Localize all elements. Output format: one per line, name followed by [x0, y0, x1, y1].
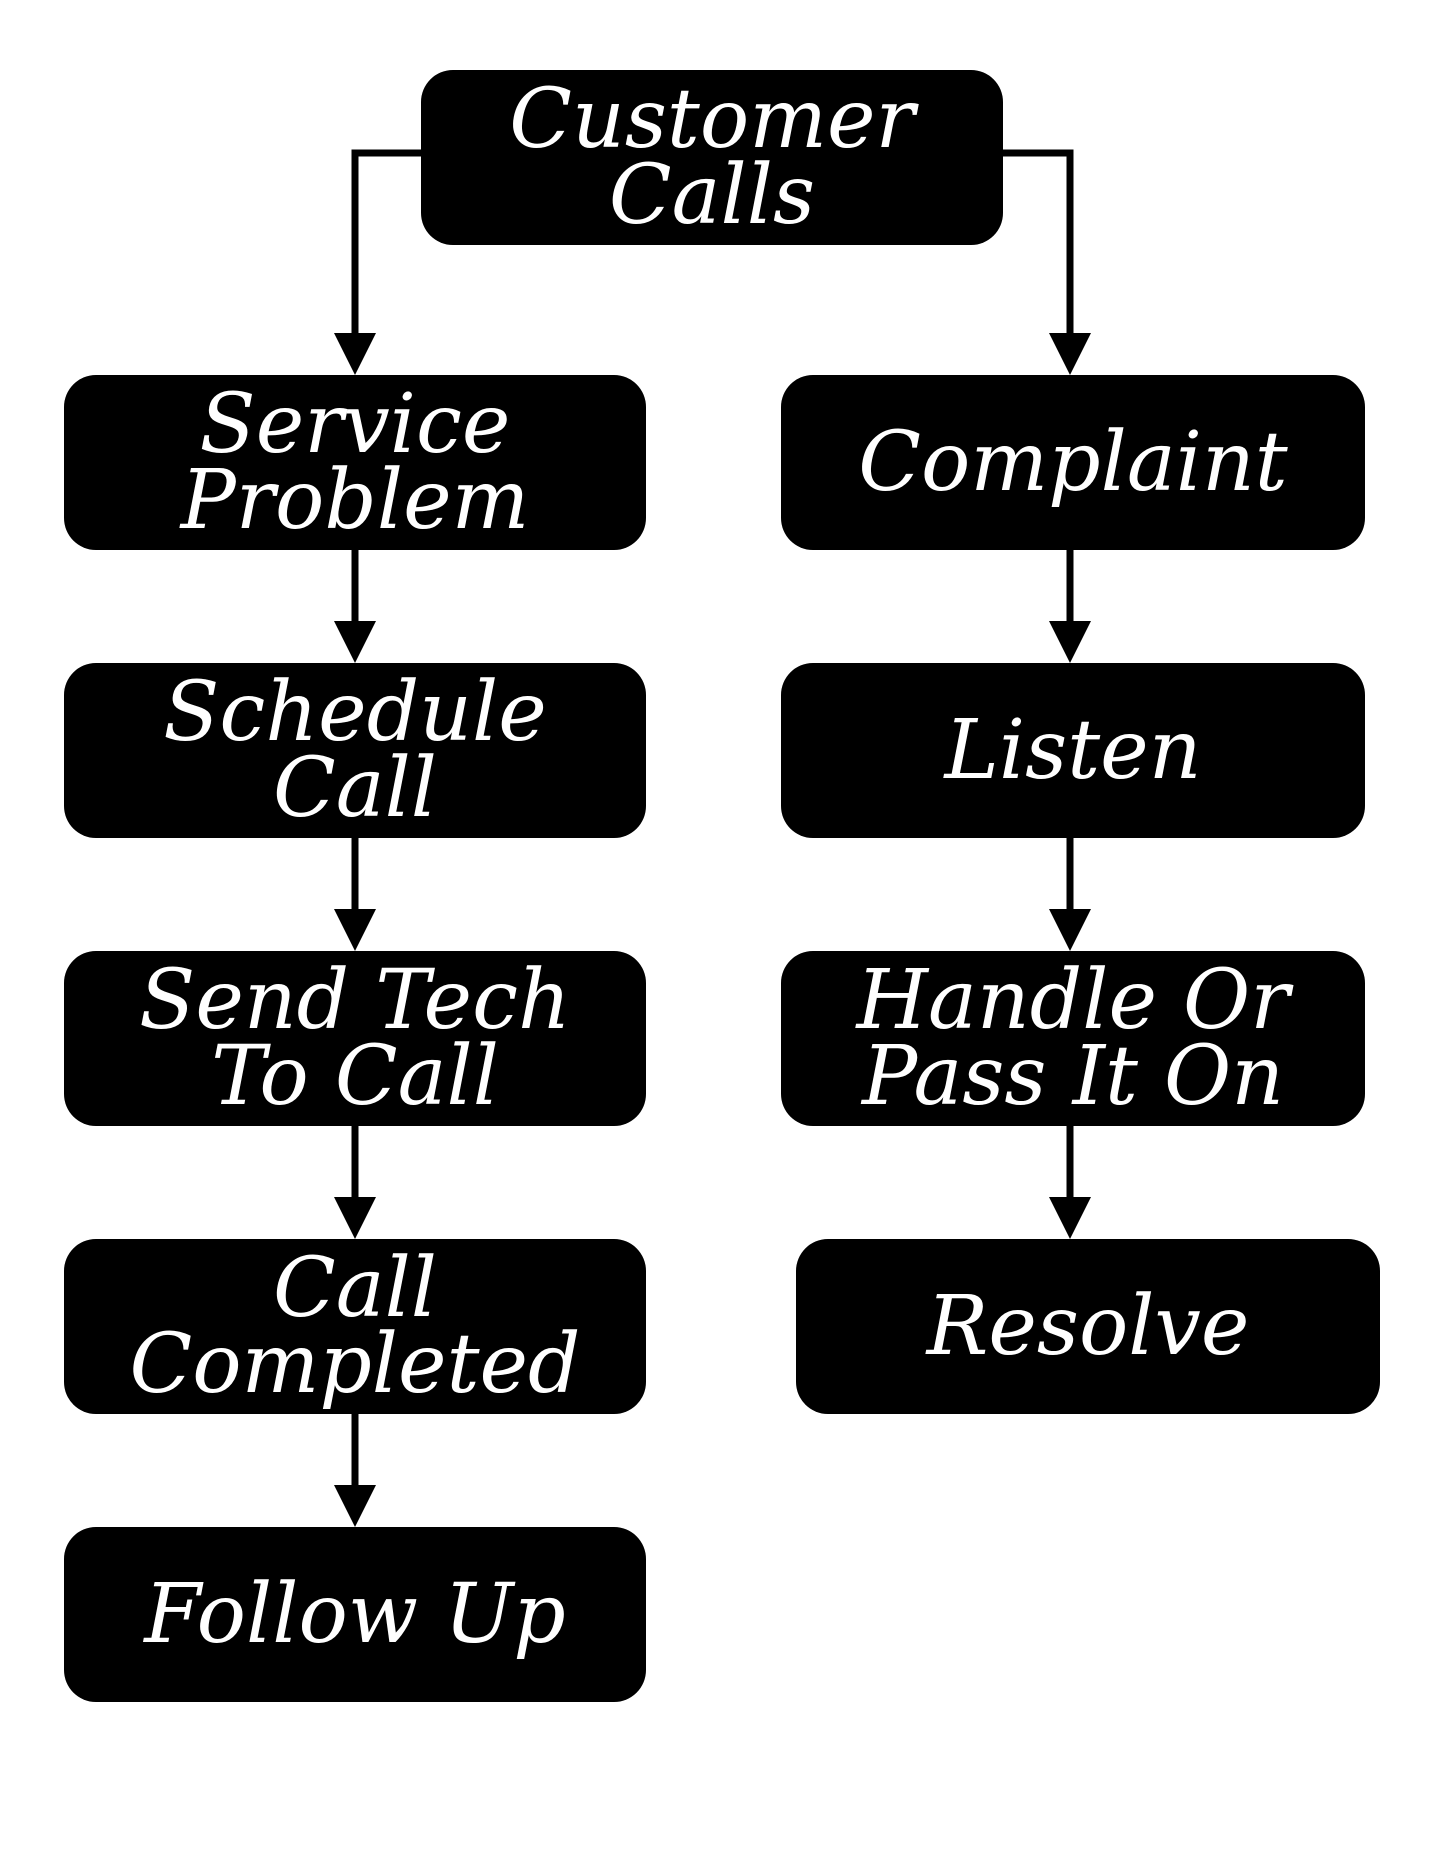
node-label: Call	[272, 1240, 438, 1336]
node-schedule-call: Schedule Call	[64, 663, 646, 838]
node-label: Problem	[180, 452, 530, 548]
node-customer-calls: Customer Calls	[421, 70, 1003, 245]
node-label: Schedule	[163, 664, 547, 760]
node-send-tech-to-call: Send Tech To Call	[64, 951, 646, 1126]
node-listen: Listen	[781, 663, 1365, 838]
node-label: Call	[272, 740, 438, 836]
node-label: Send Tech	[139, 952, 571, 1048]
node-service-problem: Service Problem	[64, 375, 646, 550]
edge-call-completed-to-follow-up	[334, 1414, 376, 1527]
node-label: Follow Up	[144, 1566, 566, 1662]
edge-schedule-call-to-send-tech	[334, 838, 376, 951]
node-handle-or-pass-it-on: Handle Or Pass It On	[781, 951, 1365, 1126]
node-complaint: Complaint	[781, 375, 1365, 550]
node-resolve: Resolve	[796, 1239, 1380, 1414]
node-label: Resolve	[926, 1278, 1250, 1374]
edge-complaint-to-listen	[1049, 550, 1091, 663]
node-label: Handle Or	[856, 952, 1290, 1048]
node-label: Completed	[129, 1316, 581, 1412]
node-follow-up: Follow Up	[64, 1527, 646, 1702]
node-label: Customer	[509, 71, 915, 167]
node-label: Service	[199, 376, 511, 472]
node-label: Pass It On	[861, 1028, 1285, 1124]
edge-send-tech-to-call-completed	[334, 1126, 376, 1239]
edge-customer-calls-to-complaint	[1003, 149, 1091, 375]
node-label: Listen	[944, 702, 1202, 798]
edge-listen-to-handle	[1049, 838, 1091, 951]
edge-service-problem-to-schedule-call	[334, 550, 376, 663]
node-label: Calls	[608, 147, 816, 243]
edge-handle-to-resolve	[1049, 1126, 1091, 1239]
node-label: To Call	[211, 1028, 499, 1124]
node-call-completed: Call Completed	[64, 1239, 646, 1414]
node-label: Complaint	[858, 414, 1288, 510]
edge-customer-calls-to-service-problem	[334, 149, 421, 375]
